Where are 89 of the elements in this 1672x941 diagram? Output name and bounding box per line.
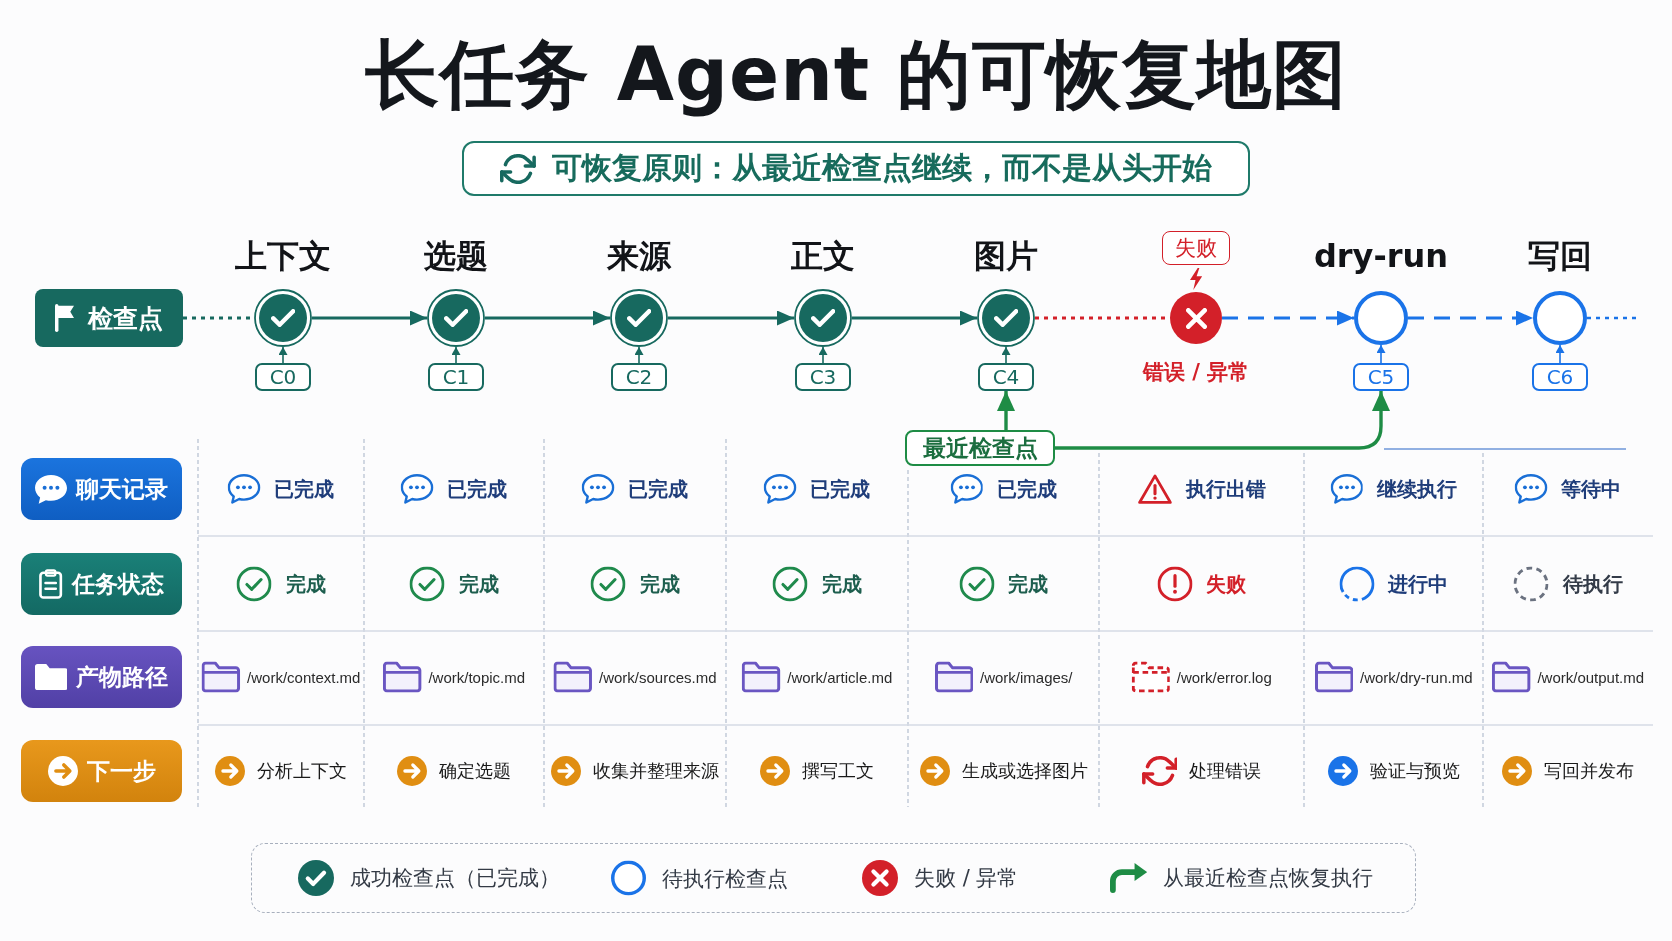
id-tag: C0: [255, 363, 311, 391]
file-path: /work/output.md: [1537, 668, 1645, 686]
error-caption: 错误 / 异常: [1142, 360, 1250, 386]
id-tag: C4: [978, 363, 1034, 391]
pending-circle: [1533, 291, 1587, 345]
pointer-line: [1556, 344, 1564, 364]
legend-text: 从最近检查点恢复执行: [1163, 865, 1374, 892]
id-tag: C2: [611, 363, 667, 391]
next-step-text: 撰写工文: [802, 759, 874, 783]
checkpoint-circle: [254, 289, 312, 347]
file-path: /work/images/: [980, 668, 1073, 686]
file-path: /work/topic.md: [428, 668, 526, 686]
pointer-line: [452, 346, 460, 364]
next-step-text: 分析上下文: [257, 759, 347, 783]
row-header-text: 聊天记录: [76, 474, 168, 504]
step-title: 来源: [607, 236, 671, 276]
status-text: 进行中: [1388, 570, 1448, 598]
title: 长任务 Agent 的可恢复地图: [365, 30, 1347, 118]
checkpoint-circle: [610, 289, 668, 347]
failure-circle: [1170, 292, 1222, 344]
pointer-line: [1002, 346, 1010, 364]
step-title: 正文: [791, 236, 855, 276]
pointer-line: [819, 346, 827, 364]
status-text: 已完成: [628, 475, 689, 503]
legend-text: 待执行检查点: [662, 865, 788, 892]
recovery-arrow: [997, 391, 1015, 430]
row-header: [21, 740, 182, 802]
status-text: 等待中: [1561, 475, 1622, 503]
status-text: 失败: [1206, 570, 1246, 598]
next-step-text: 确定选题: [439, 759, 511, 783]
id-tag: C6: [1532, 363, 1588, 391]
next-step-text: 处理错误: [1189, 759, 1262, 783]
principle-banner: [462, 141, 1250, 196]
pointer-line: [1377, 344, 1385, 364]
step-title: 图片: [974, 236, 1038, 276]
id-tag: C5: [1353, 363, 1409, 391]
status-text: 完成: [821, 570, 862, 598]
next-step-text: 验证与预览: [1369, 759, 1460, 783]
label-text: 检查点: [88, 302, 164, 335]
row-header-text: 下一步: [86, 756, 156, 786]
status-text: 完成: [285, 570, 326, 598]
step-title: 写回: [1528, 236, 1592, 276]
step-title: 上下文: [235, 236, 331, 276]
pointer-line: [279, 346, 287, 364]
legend-text: 失败 / 异常: [914, 865, 1019, 892]
row-header: [21, 458, 182, 520]
row-header: [21, 646, 182, 708]
status-text: 完成: [1008, 570, 1048, 598]
checkpoint-circle: [794, 289, 852, 347]
status-text: 已完成: [810, 475, 871, 503]
status-text: 继续执行: [1376, 475, 1457, 503]
row-header-text: 任务状态: [71, 569, 164, 599]
pointer-line: [635, 346, 643, 364]
file-path: /work/sources.md: [599, 668, 717, 686]
status-text: 待执行: [1562, 570, 1623, 598]
arrow: [852, 310, 977, 326]
arrow: [485, 310, 610, 326]
id-tag: C3: [795, 363, 851, 391]
status-text: 完成: [639, 570, 680, 598]
status-text: 已完成: [996, 475, 1057, 503]
legend-text: 成功检查点（已完成）: [350, 865, 560, 892]
recovery-arrow: [1055, 391, 1390, 450]
next-step-text: 写回并发布: [1544, 759, 1634, 783]
file-path: /work/error.log: [1176, 668, 1272, 686]
step-title: 选题: [424, 236, 488, 276]
status-text: 已完成: [274, 475, 335, 503]
dashed-arrow: [1222, 310, 1354, 326]
step-title: dry-run: [1313, 236, 1449, 276]
status-text: 已完成: [447, 475, 508, 503]
arrow: [312, 310, 427, 326]
banner-text: 可恢复原则：从最近检查点继续，而不是从头开始: [551, 149, 1212, 187]
arrow: [668, 310, 794, 326]
next-step-text: 生成或选择图片: [961, 759, 1088, 783]
checkpoint-circle: [427, 289, 485, 347]
file-path: /work/context.md: [247, 668, 361, 686]
checkpoint-circle: [977, 289, 1035, 347]
file-path: /work/dry-run.md: [1360, 668, 1473, 686]
dashed-arrow: [1408, 310, 1533, 326]
status-text: 执行出错: [1185, 475, 1266, 503]
row-header: [21, 553, 182, 615]
pending-circle: [1354, 291, 1408, 345]
status-text: 完成: [458, 570, 499, 598]
row-header-text: 产物路径: [76, 662, 169, 692]
callout-bubble: 失败: [1162, 231, 1230, 265]
file-path: /work/article.md: [787, 668, 893, 686]
label-box: [35, 289, 183, 347]
id-tag: C1: [428, 363, 484, 391]
next-step-text: 收集并整理来源: [593, 759, 719, 783]
label-box: 最近检查点: [905, 430, 1055, 466]
